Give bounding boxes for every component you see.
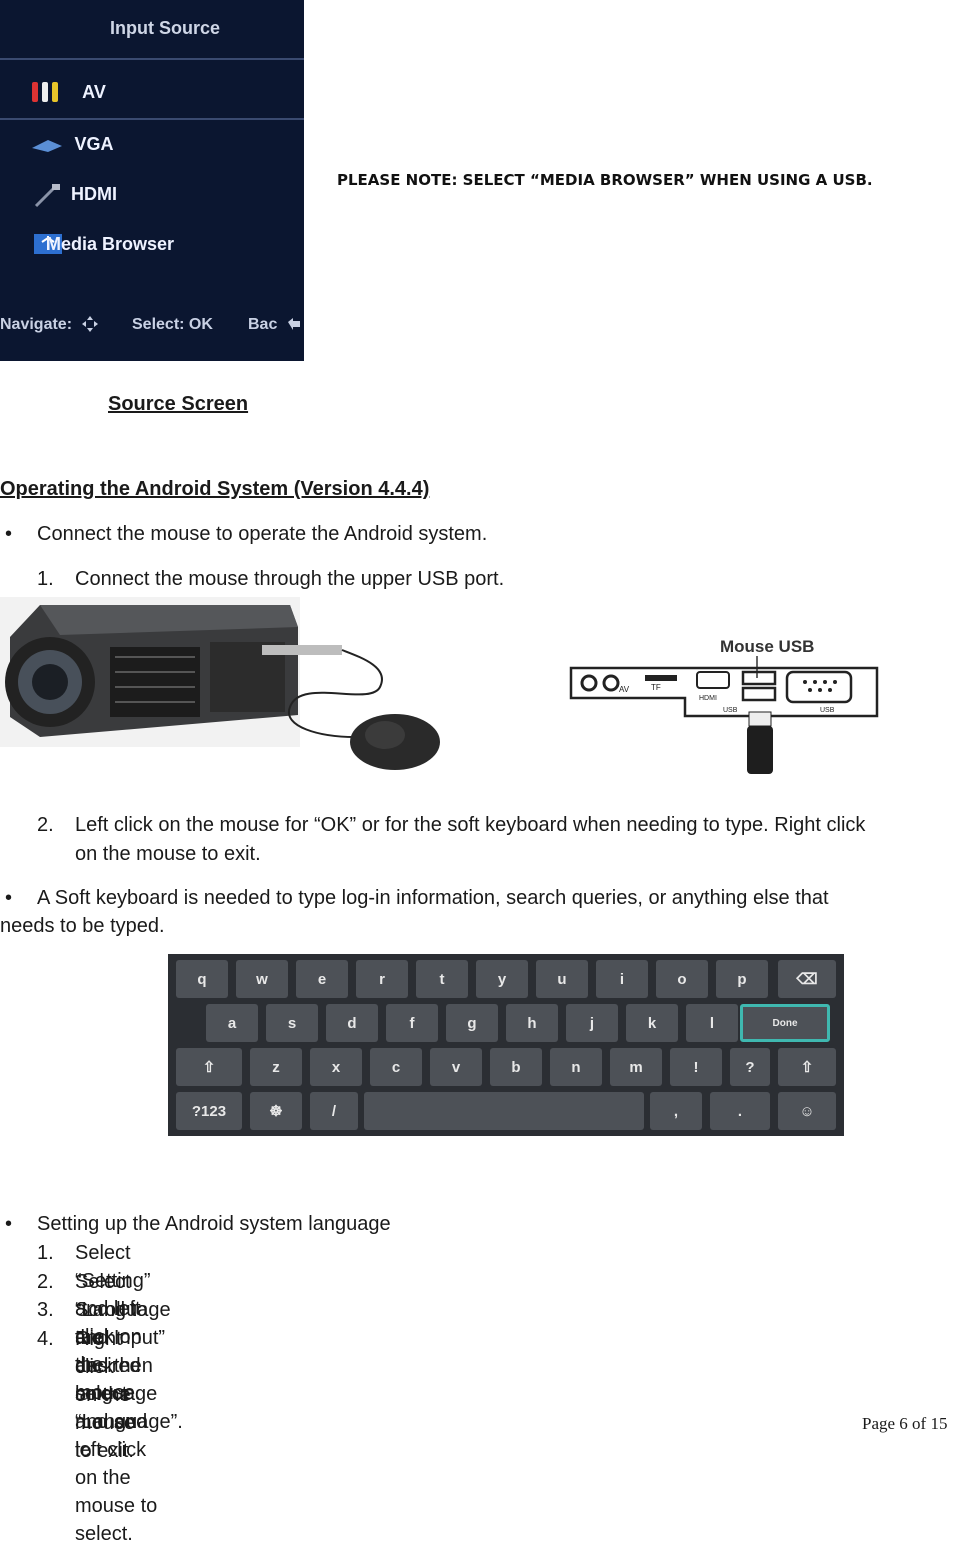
step-number: 1. xyxy=(37,568,54,590)
page-number: Page 6 of 15 xyxy=(862,1414,948,1433)
bullet-glyph: • xyxy=(5,523,13,545)
step-text: Select “Language and Input” and then sel… xyxy=(75,1270,183,1433)
key-e: e xyxy=(296,960,348,998)
key-n: n xyxy=(550,1048,602,1086)
bullet-connect-mouse: Connect the mouse to operate the Android… xyxy=(37,523,488,545)
key-symbol: / xyxy=(310,1092,358,1130)
step-number: 2. xyxy=(37,1270,54,1293)
divider xyxy=(0,58,304,60)
key-t: t xyxy=(416,960,468,998)
hint-navigate: Navigate: xyxy=(0,316,73,333)
key-p: p xyxy=(716,960,768,998)
key-y: y xyxy=(476,960,528,998)
list-item: 1. Select “Setting” and left click on th… xyxy=(37,1239,151,1404)
key-b: b xyxy=(490,1048,542,1086)
av-port-label: AV xyxy=(619,685,630,694)
key-s: s xyxy=(266,1004,318,1042)
step-number: 3. xyxy=(37,1299,54,1321)
key-symbol: ! xyxy=(670,1048,722,1086)
key-symbol: ⌫ xyxy=(778,960,836,998)
projector-mouse-illustration xyxy=(0,597,440,770)
key-done: Done xyxy=(740,1004,830,1042)
key-symbol: ? xyxy=(730,1048,770,1086)
step-upper-usb: Connect the mouse through the upper USB … xyxy=(75,568,505,590)
list-item: 4. Right click on the mouse to exit. xyxy=(37,1325,135,1462)
input-source-title: Input Source xyxy=(110,18,221,38)
key-d: d xyxy=(326,1004,378,1042)
usb-note: PLEASE NOTE: SELECT “MEDIA BROWSER” WHEN… xyxy=(337,171,873,189)
step-left-click: Left click on the mouse for “OK” or for … xyxy=(75,814,866,836)
key-f: f xyxy=(386,1004,438,1042)
key-w: w xyxy=(236,960,288,998)
step-text: Right click on the mouse to exit. xyxy=(75,1327,136,1462)
key-q: q xyxy=(176,960,228,998)
bullet-soft-keyboard: A Soft keyboard is needed to type log-in… xyxy=(37,887,829,909)
vga-cable-icon xyxy=(32,140,62,152)
hdmi-cable-icon xyxy=(34,184,60,208)
source-item-av: AV xyxy=(0,68,304,118)
ports-panel-illustration: Mouse USB AV TF HDMI USB USB xyxy=(569,637,879,774)
step-left-click-cont: on the mouse to exit. xyxy=(75,843,261,865)
usb-port-label-1: USB xyxy=(723,707,738,714)
list-item: 3. Scroll to the desired language and an… xyxy=(37,1296,157,1545)
step-number: 1. xyxy=(37,1242,54,1264)
back-arrow-icon xyxy=(288,318,300,330)
key-symbol: ⇧ xyxy=(778,1048,836,1086)
key-symbol: , xyxy=(650,1092,702,1130)
image-caption: Source Screen xyxy=(108,393,249,415)
hint-back: Bac xyxy=(248,316,278,333)
mouse-usb-label: Mouse USB xyxy=(720,637,814,656)
key-z: z xyxy=(250,1048,302,1086)
key-m: m xyxy=(610,1048,662,1086)
key-h: h xyxy=(506,1004,558,1042)
bullet-soft-keyboard-cont: needs to be typed. xyxy=(0,915,165,937)
key-123: ?123 xyxy=(176,1092,242,1130)
divider xyxy=(0,118,304,120)
tf-port-label: TF xyxy=(651,683,661,692)
section-heading: Operating the Android System (Version 4.… xyxy=(0,478,430,500)
key-a: a xyxy=(206,1004,258,1042)
key-symbol: . xyxy=(710,1092,770,1130)
key-i: i xyxy=(596,960,648,998)
language-steps-list: 1. Select “Setting” and left click on th… xyxy=(37,1239,183,1545)
hdmi-port-label: HDMI xyxy=(699,695,717,702)
key-k: k xyxy=(626,1004,678,1042)
step-number: 4. xyxy=(37,1327,54,1350)
key-symbol: ☺ xyxy=(778,1092,836,1130)
hint-select: Select: OK xyxy=(132,316,213,333)
source-item-vga: VGA xyxy=(0,120,304,170)
usb-port-label-2: USB xyxy=(820,707,835,714)
usb-media-icon xyxy=(34,234,62,254)
av-plugs-icon xyxy=(32,82,58,102)
key-x: x xyxy=(310,1048,362,1086)
bullet-glyph: • xyxy=(5,887,13,909)
input-source-screenshot: Input Source AV VGA HDMI Media Browser N… xyxy=(0,0,304,361)
step-number: 2. xyxy=(37,814,54,836)
key-o: o xyxy=(656,960,708,998)
key-r: r xyxy=(356,960,408,998)
bullet-language-setup: Setting up the Android system language xyxy=(37,1213,391,1235)
bullet-glyph: • xyxy=(5,1213,13,1235)
key-l: l xyxy=(686,1004,738,1042)
list-item: 2. Select “Language and Input” and then … xyxy=(37,1268,183,1433)
key-v: v xyxy=(430,1048,482,1086)
source-item-hdmi: HDMI xyxy=(0,170,304,220)
key-c: c xyxy=(370,1048,422,1086)
step-text: Select “Setting” and left click on the m… xyxy=(75,1242,151,1404)
navigate-arrows-icon xyxy=(82,316,98,332)
key-u: u xyxy=(536,960,588,998)
source-item-media-browser: Media Browser xyxy=(0,220,304,270)
key-space xyxy=(364,1092,644,1130)
key-g: g xyxy=(446,1004,498,1042)
key-symbol: ☸ xyxy=(250,1092,302,1130)
key-symbol: ⇧ xyxy=(176,1048,242,1086)
key-j: j xyxy=(566,1004,618,1042)
